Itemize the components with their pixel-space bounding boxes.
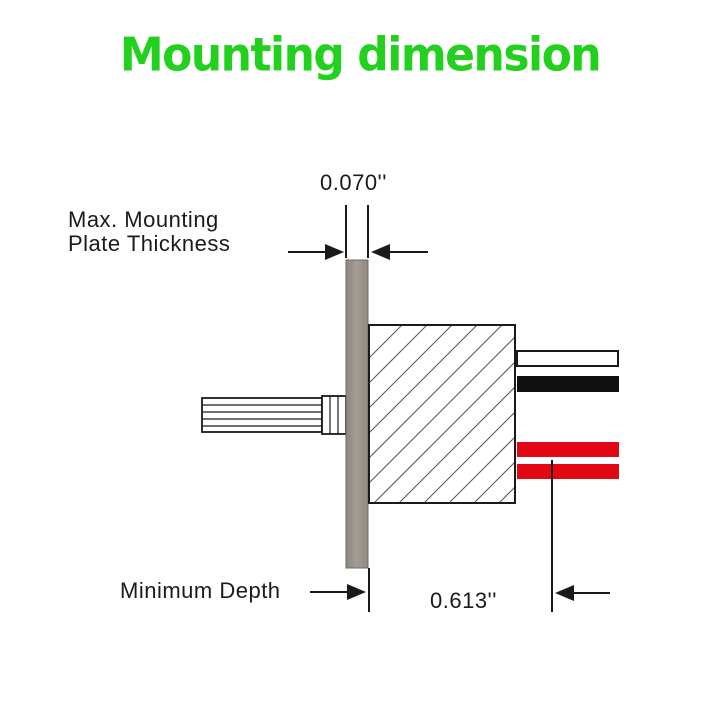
max-plate-label-line2: Plate Thickness (68, 231, 231, 256)
wire-black (517, 376, 619, 392)
mounting-plate (345, 259, 369, 569)
wire-white (516, 350, 619, 367)
thickness-arrow-right (371, 244, 428, 260)
wire-red-top (517, 442, 619, 457)
minimum-depth-label: Minimum Depth (120, 578, 281, 603)
depth-value: 0.613'' (430, 588, 497, 613)
plate-thickness-value: 0.070'' (320, 170, 387, 195)
depth-arrow-left (310, 584, 366, 600)
shaft-bushing (321, 395, 347, 435)
component-body (368, 324, 516, 504)
diagram-title: Mounting dimension (119, 28, 602, 83)
depth-arrow-right (555, 585, 610, 601)
shaft (201, 397, 323, 433)
wire-red-bottom (517, 464, 619, 479)
thickness-arrow-left (288, 244, 344, 260)
max-plate-label-line1: Max. Mounting (68, 207, 219, 232)
